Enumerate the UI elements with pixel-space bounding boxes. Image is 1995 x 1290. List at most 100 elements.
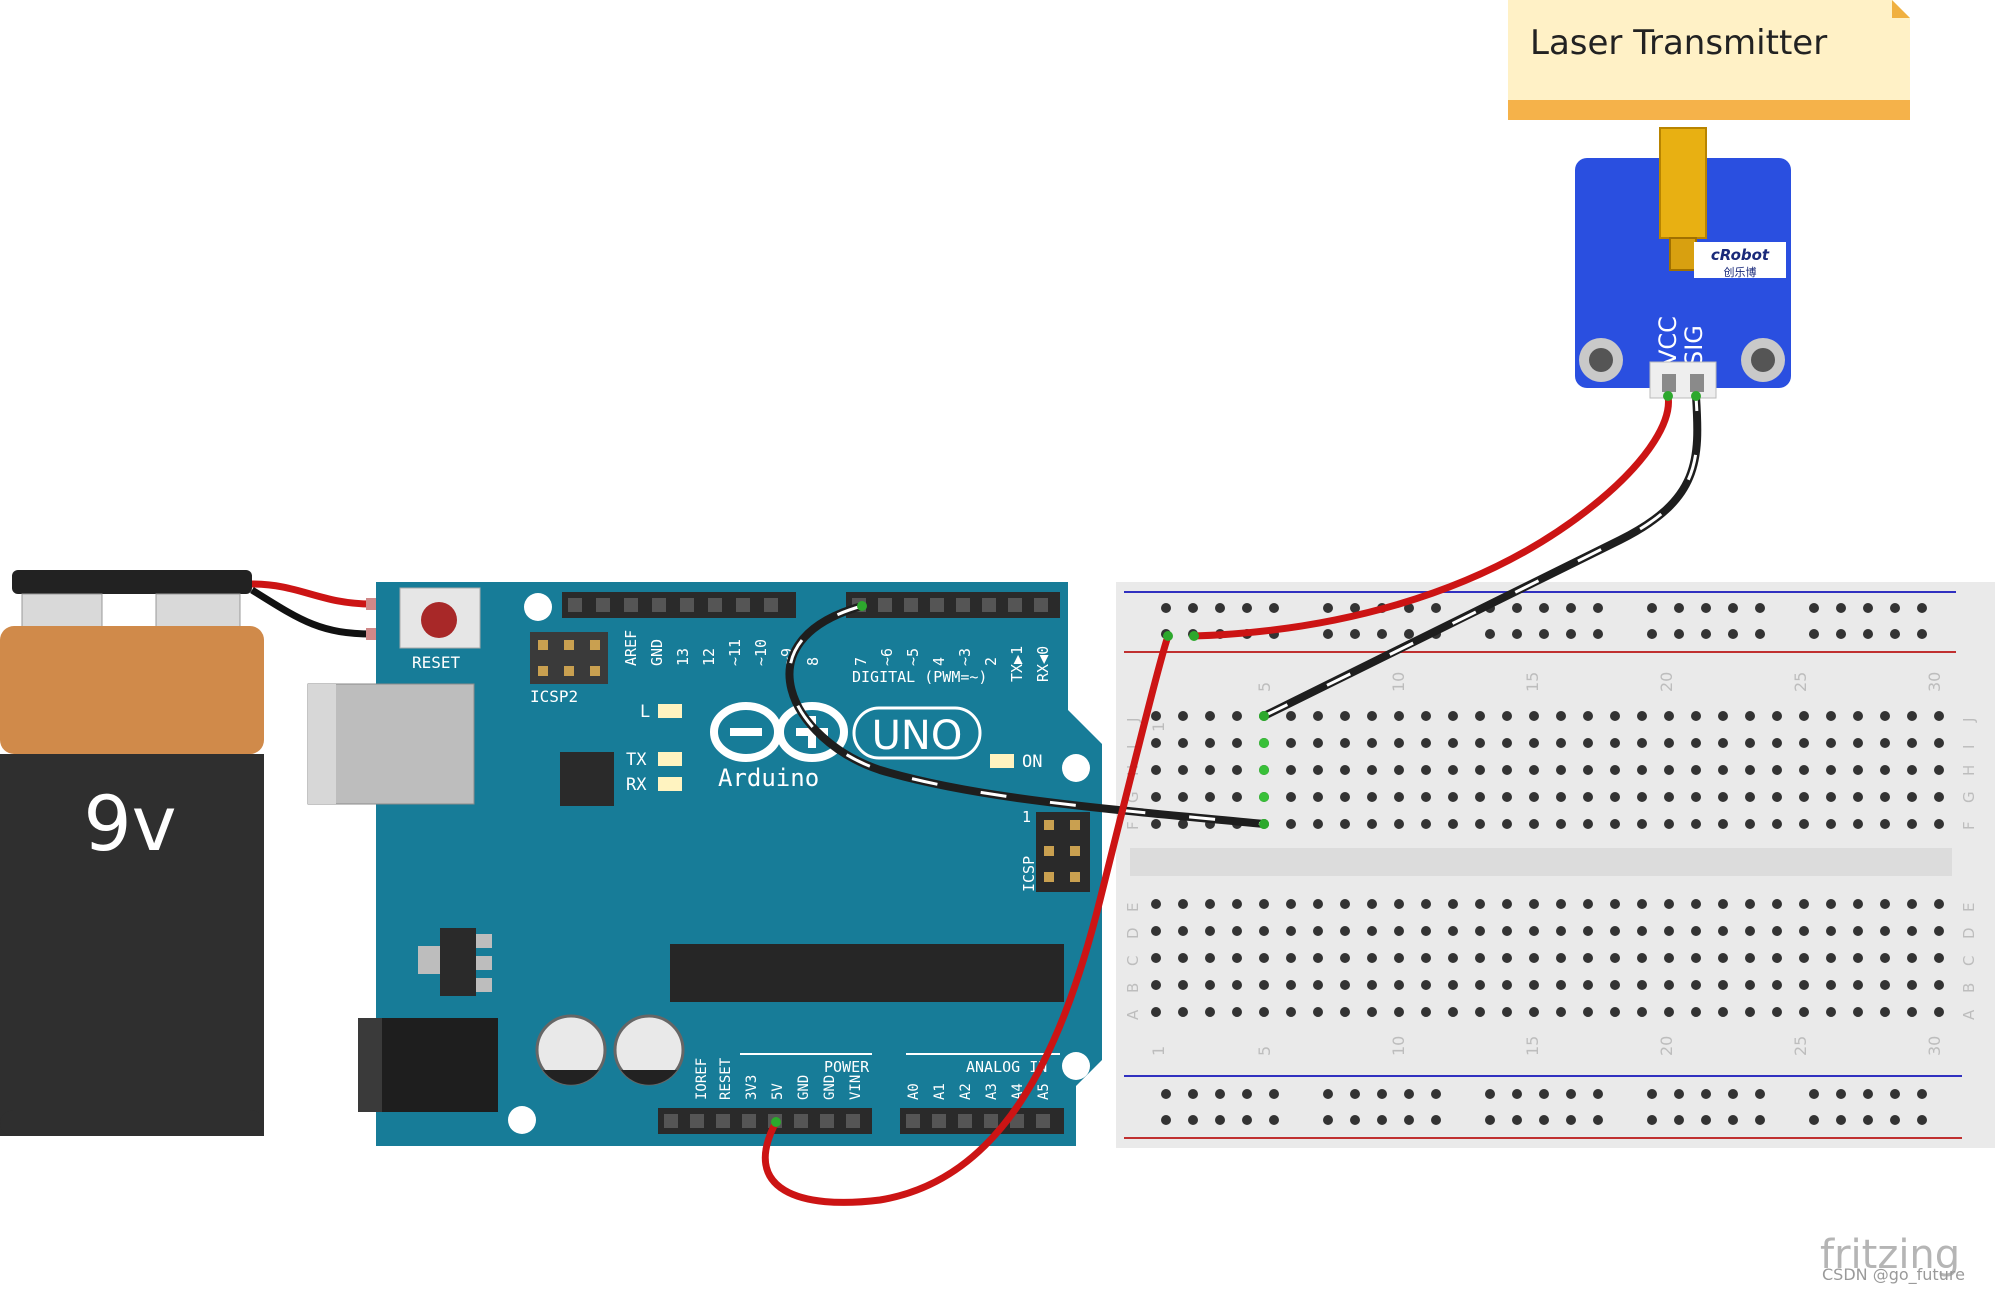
breadboard-hole — [1313, 819, 1323, 829]
rail-hole — [1323, 629, 1333, 639]
breadboard-hole — [1853, 819, 1863, 829]
analog-pin-a2: A2 — [958, 1083, 974, 1100]
row-label-b-right: B — [1960, 983, 1978, 993]
breadboard-hole — [1610, 1007, 1620, 1017]
rail-hole — [1188, 1115, 1198, 1125]
rail-hole — [1890, 603, 1900, 613]
breadboard-hole — [1205, 765, 1215, 775]
rail-hole — [1215, 603, 1225, 613]
breadboard-hole — [1529, 711, 1539, 721]
breadboard-hole — [1880, 899, 1890, 909]
breadboard-hole — [1529, 792, 1539, 802]
breadboard-hole — [1367, 711, 1377, 721]
led-tx — [658, 752, 682, 766]
rail-hole — [1161, 603, 1171, 613]
breadboard-hole — [1718, 819, 1728, 829]
breadboard-hole — [1664, 819, 1674, 829]
breadboard-hole — [1637, 980, 1647, 990]
rail-hole — [1890, 629, 1900, 639]
col-label-top-1: 1 — [1149, 722, 1168, 732]
breadboard-hole — [1718, 953, 1728, 963]
rail-hole — [1566, 1089, 1576, 1099]
breadboard-hole — [1475, 899, 1485, 909]
breadboard-hole — [1718, 1007, 1728, 1017]
breadboard-hole — [1826, 792, 1836, 802]
rail-hole — [1323, 1115, 1333, 1125]
breadboard-hole — [1664, 899, 1674, 909]
breadboard-hole — [1718, 980, 1728, 990]
breadboard-hole — [1745, 711, 1755, 721]
rail-hole — [1728, 1115, 1738, 1125]
breadboard-hole — [1853, 792, 1863, 802]
breadboard-hole — [1691, 738, 1701, 748]
breadboard-hole — [1826, 953, 1836, 963]
breadboard-hole — [1799, 819, 1809, 829]
breadboard-hole — [1151, 899, 1161, 909]
breadboard-hole — [1853, 711, 1863, 721]
rail-hole — [1431, 1089, 1441, 1099]
breadboard-hole — [1340, 980, 1350, 990]
rail-hole — [1350, 1115, 1360, 1125]
rail-hole — [1728, 603, 1738, 613]
rail-hole — [1404, 603, 1414, 613]
pin-label-rx0: RX◀0 — [1034, 646, 1052, 682]
breadboard-hole — [1421, 899, 1431, 909]
breadboard-hole — [1610, 980, 1620, 990]
breadboard-hole — [1205, 711, 1215, 721]
rail-hole — [1836, 1089, 1846, 1099]
pin-label-11: ~11 — [726, 639, 744, 666]
rail-hole — [1836, 629, 1846, 639]
uno-logo-text: UNO — [872, 713, 963, 759]
breadboard-hole — [1637, 1007, 1647, 1017]
breadboard-hole — [1799, 711, 1809, 721]
breadboard-hole — [1313, 711, 1323, 721]
crobot-brand-sub: 创乐博 — [1724, 266, 1757, 279]
breadboard-hole — [1502, 792, 1512, 802]
analog-pin-a5: A5 — [1036, 1083, 1052, 1100]
breadboard-hole — [1664, 953, 1674, 963]
top-rail-holes-1 — [1161, 603, 1927, 613]
breadboard-hole — [1475, 926, 1485, 936]
power-pin-gnd2: GND — [822, 1075, 838, 1100]
csdn-credit: CSDN @go_future — [1822, 1265, 1965, 1285]
breadboard-hole — [1691, 711, 1701, 721]
breadboard-hole — [1826, 899, 1836, 909]
breadboard-hole — [1637, 792, 1647, 802]
breadboard-hole — [1151, 1007, 1161, 1017]
breadboard-hole — [1475, 765, 1485, 775]
breadboard-hole — [1421, 926, 1431, 936]
breadboard-hole — [1502, 899, 1512, 909]
breadboard-hole — [1556, 819, 1566, 829]
breadboard-hole — [1502, 738, 1512, 748]
breadboard-hole — [1394, 926, 1404, 936]
breadboard-hole — [1664, 711, 1674, 721]
col-label-bottom-25: 25 — [1791, 1036, 1810, 1056]
breadboard-hole — [1934, 711, 1944, 721]
breadboard-hole — [1232, 953, 1242, 963]
pin-label-tx1: TX▶1 — [1008, 646, 1026, 682]
rail-hole — [1566, 603, 1576, 613]
breadboard-hole — [1826, 738, 1836, 748]
breadboard-hole — [1907, 899, 1917, 909]
breadboard-hole — [1151, 926, 1161, 936]
breadboard-hole — [1637, 926, 1647, 936]
analog-pin-a1: A1 — [932, 1083, 948, 1100]
breadboard-hole — [1178, 792, 1188, 802]
breadboard-hole — [1529, 980, 1539, 990]
breadboard-hole — [1259, 980, 1269, 990]
col-label-bottom-1: 1 — [1149, 1046, 1168, 1056]
pin-label-3: ~3 — [956, 648, 974, 666]
breadboard-hole — [1529, 765, 1539, 775]
breadboard-hole — [1340, 1007, 1350, 1017]
rail-hole — [1377, 629, 1387, 639]
breadboard-hole — [1934, 953, 1944, 963]
breadboard-hole — [1718, 926, 1728, 936]
rail-hole — [1647, 603, 1657, 613]
breadboard-hole — [1853, 899, 1863, 909]
breadboard-hole — [1421, 953, 1431, 963]
breadboard-hole — [1421, 711, 1431, 721]
breadboard-hole — [1610, 765, 1620, 775]
breadboard-hole — [1745, 980, 1755, 990]
icsp-label: ICSP — [1020, 856, 1038, 892]
breadboard-hole — [1151, 980, 1161, 990]
